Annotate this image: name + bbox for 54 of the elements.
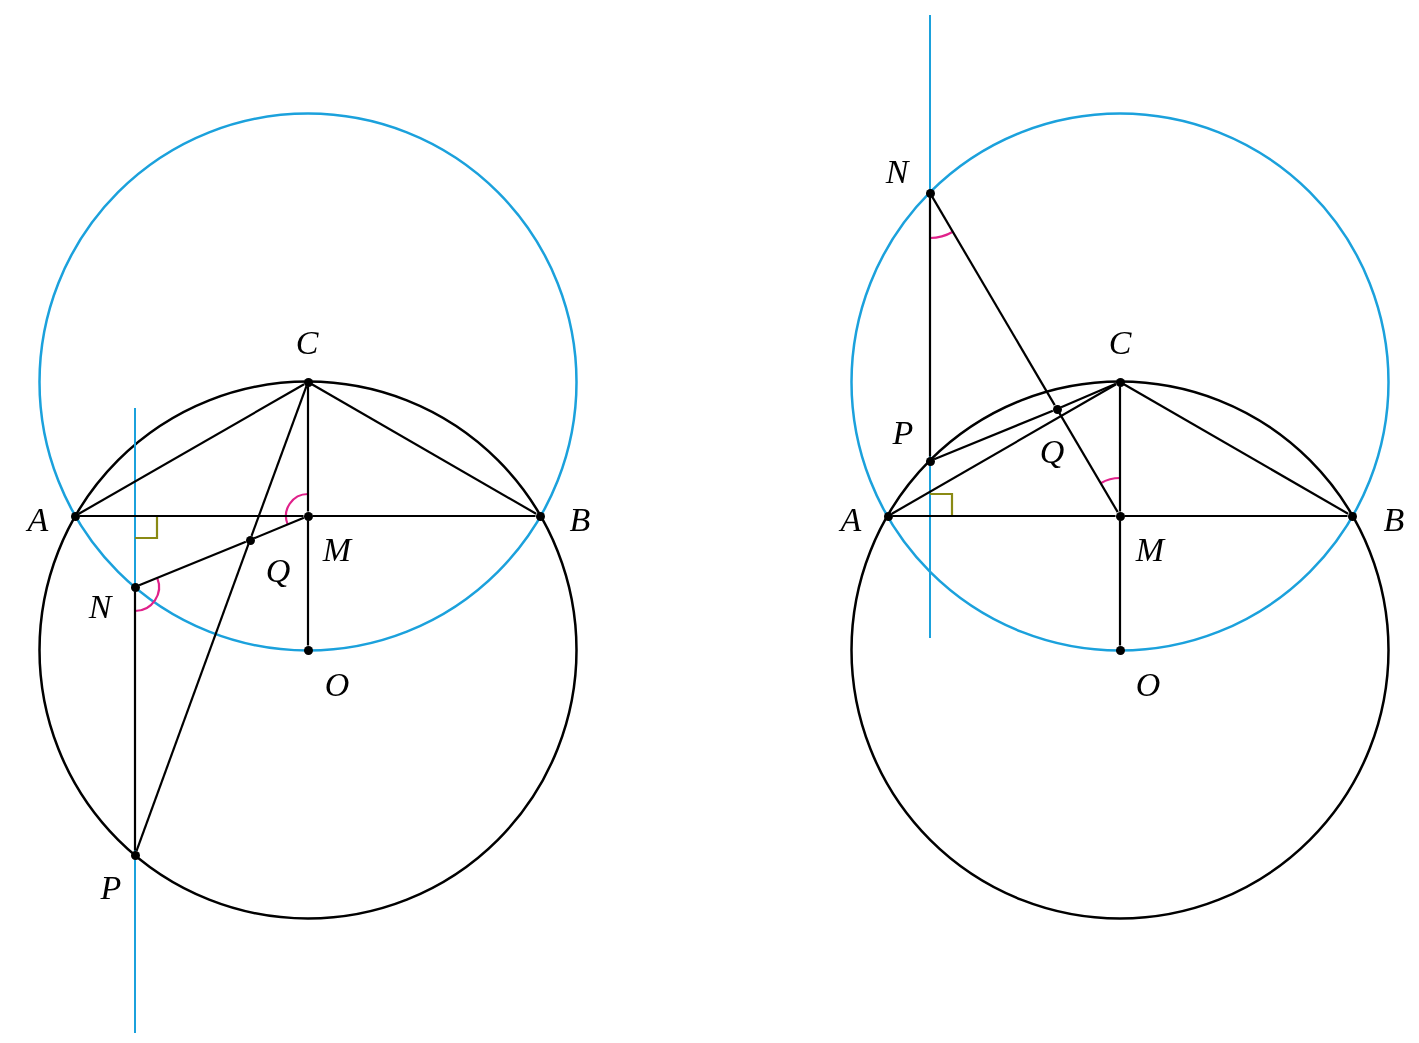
line-segment bbox=[306, 386, 310, 512]
point-dot bbox=[1052, 404, 1062, 414]
line-segment bbox=[311, 383, 537, 515]
line-segment bbox=[79, 514, 304, 518]
point-dot bbox=[1115, 645, 1125, 655]
line-segment bbox=[891, 383, 1117, 515]
line-segment bbox=[933, 409, 1054, 461]
line-segment bbox=[133, 591, 137, 851]
line-segment bbox=[1124, 514, 1348, 518]
line-segment bbox=[312, 514, 536, 518]
line-segment bbox=[931, 196, 1056, 406]
point-label: N bbox=[88, 590, 112, 624]
point-dot bbox=[303, 645, 313, 655]
point-dot bbox=[303, 377, 313, 387]
line-segment bbox=[306, 520, 310, 646]
line-segment bbox=[1058, 412, 1119, 513]
point-label: Q bbox=[265, 554, 291, 588]
point-label: A bbox=[27, 503, 49, 537]
line-segment bbox=[138, 540, 247, 587]
point-label: P bbox=[100, 871, 122, 905]
point-label: O bbox=[324, 668, 350, 702]
point-label: C bbox=[295, 326, 319, 360]
line-segment bbox=[1118, 520, 1122, 646]
point-dot bbox=[1115, 511, 1125, 521]
point-label: N bbox=[885, 155, 909, 189]
line-segment bbox=[250, 385, 308, 537]
line-segment bbox=[1060, 382, 1117, 409]
line-segment bbox=[1123, 383, 1349, 515]
point-dot bbox=[303, 511, 313, 521]
point-label: B bbox=[1383, 503, 1405, 537]
point-label: P bbox=[892, 416, 914, 450]
line-segment bbox=[892, 514, 1116, 518]
point-dot bbox=[1347, 511, 1357, 521]
line-segment bbox=[253, 516, 305, 540]
point-dot bbox=[70, 511, 80, 521]
line-segment bbox=[928, 197, 932, 457]
point-dot bbox=[883, 511, 893, 521]
point-label: B bbox=[569, 503, 591, 537]
point-dot bbox=[925, 456, 935, 466]
point-label: A bbox=[840, 503, 862, 537]
point-label: O bbox=[1135, 668, 1161, 702]
point-dot bbox=[245, 535, 255, 545]
point-label: M bbox=[1135, 533, 1165, 567]
point-dot bbox=[130, 582, 140, 592]
point-dot bbox=[130, 850, 140, 860]
point-label: Q bbox=[1039, 435, 1065, 469]
point-dot bbox=[535, 511, 545, 521]
line-segment bbox=[135, 543, 250, 852]
point-dot bbox=[925, 188, 935, 198]
line-segment bbox=[78, 383, 305, 515]
point-label: M bbox=[322, 533, 352, 567]
point-label: C bbox=[1108, 326, 1132, 360]
point-dot bbox=[1115, 377, 1125, 387]
line-segment bbox=[1118, 386, 1122, 512]
